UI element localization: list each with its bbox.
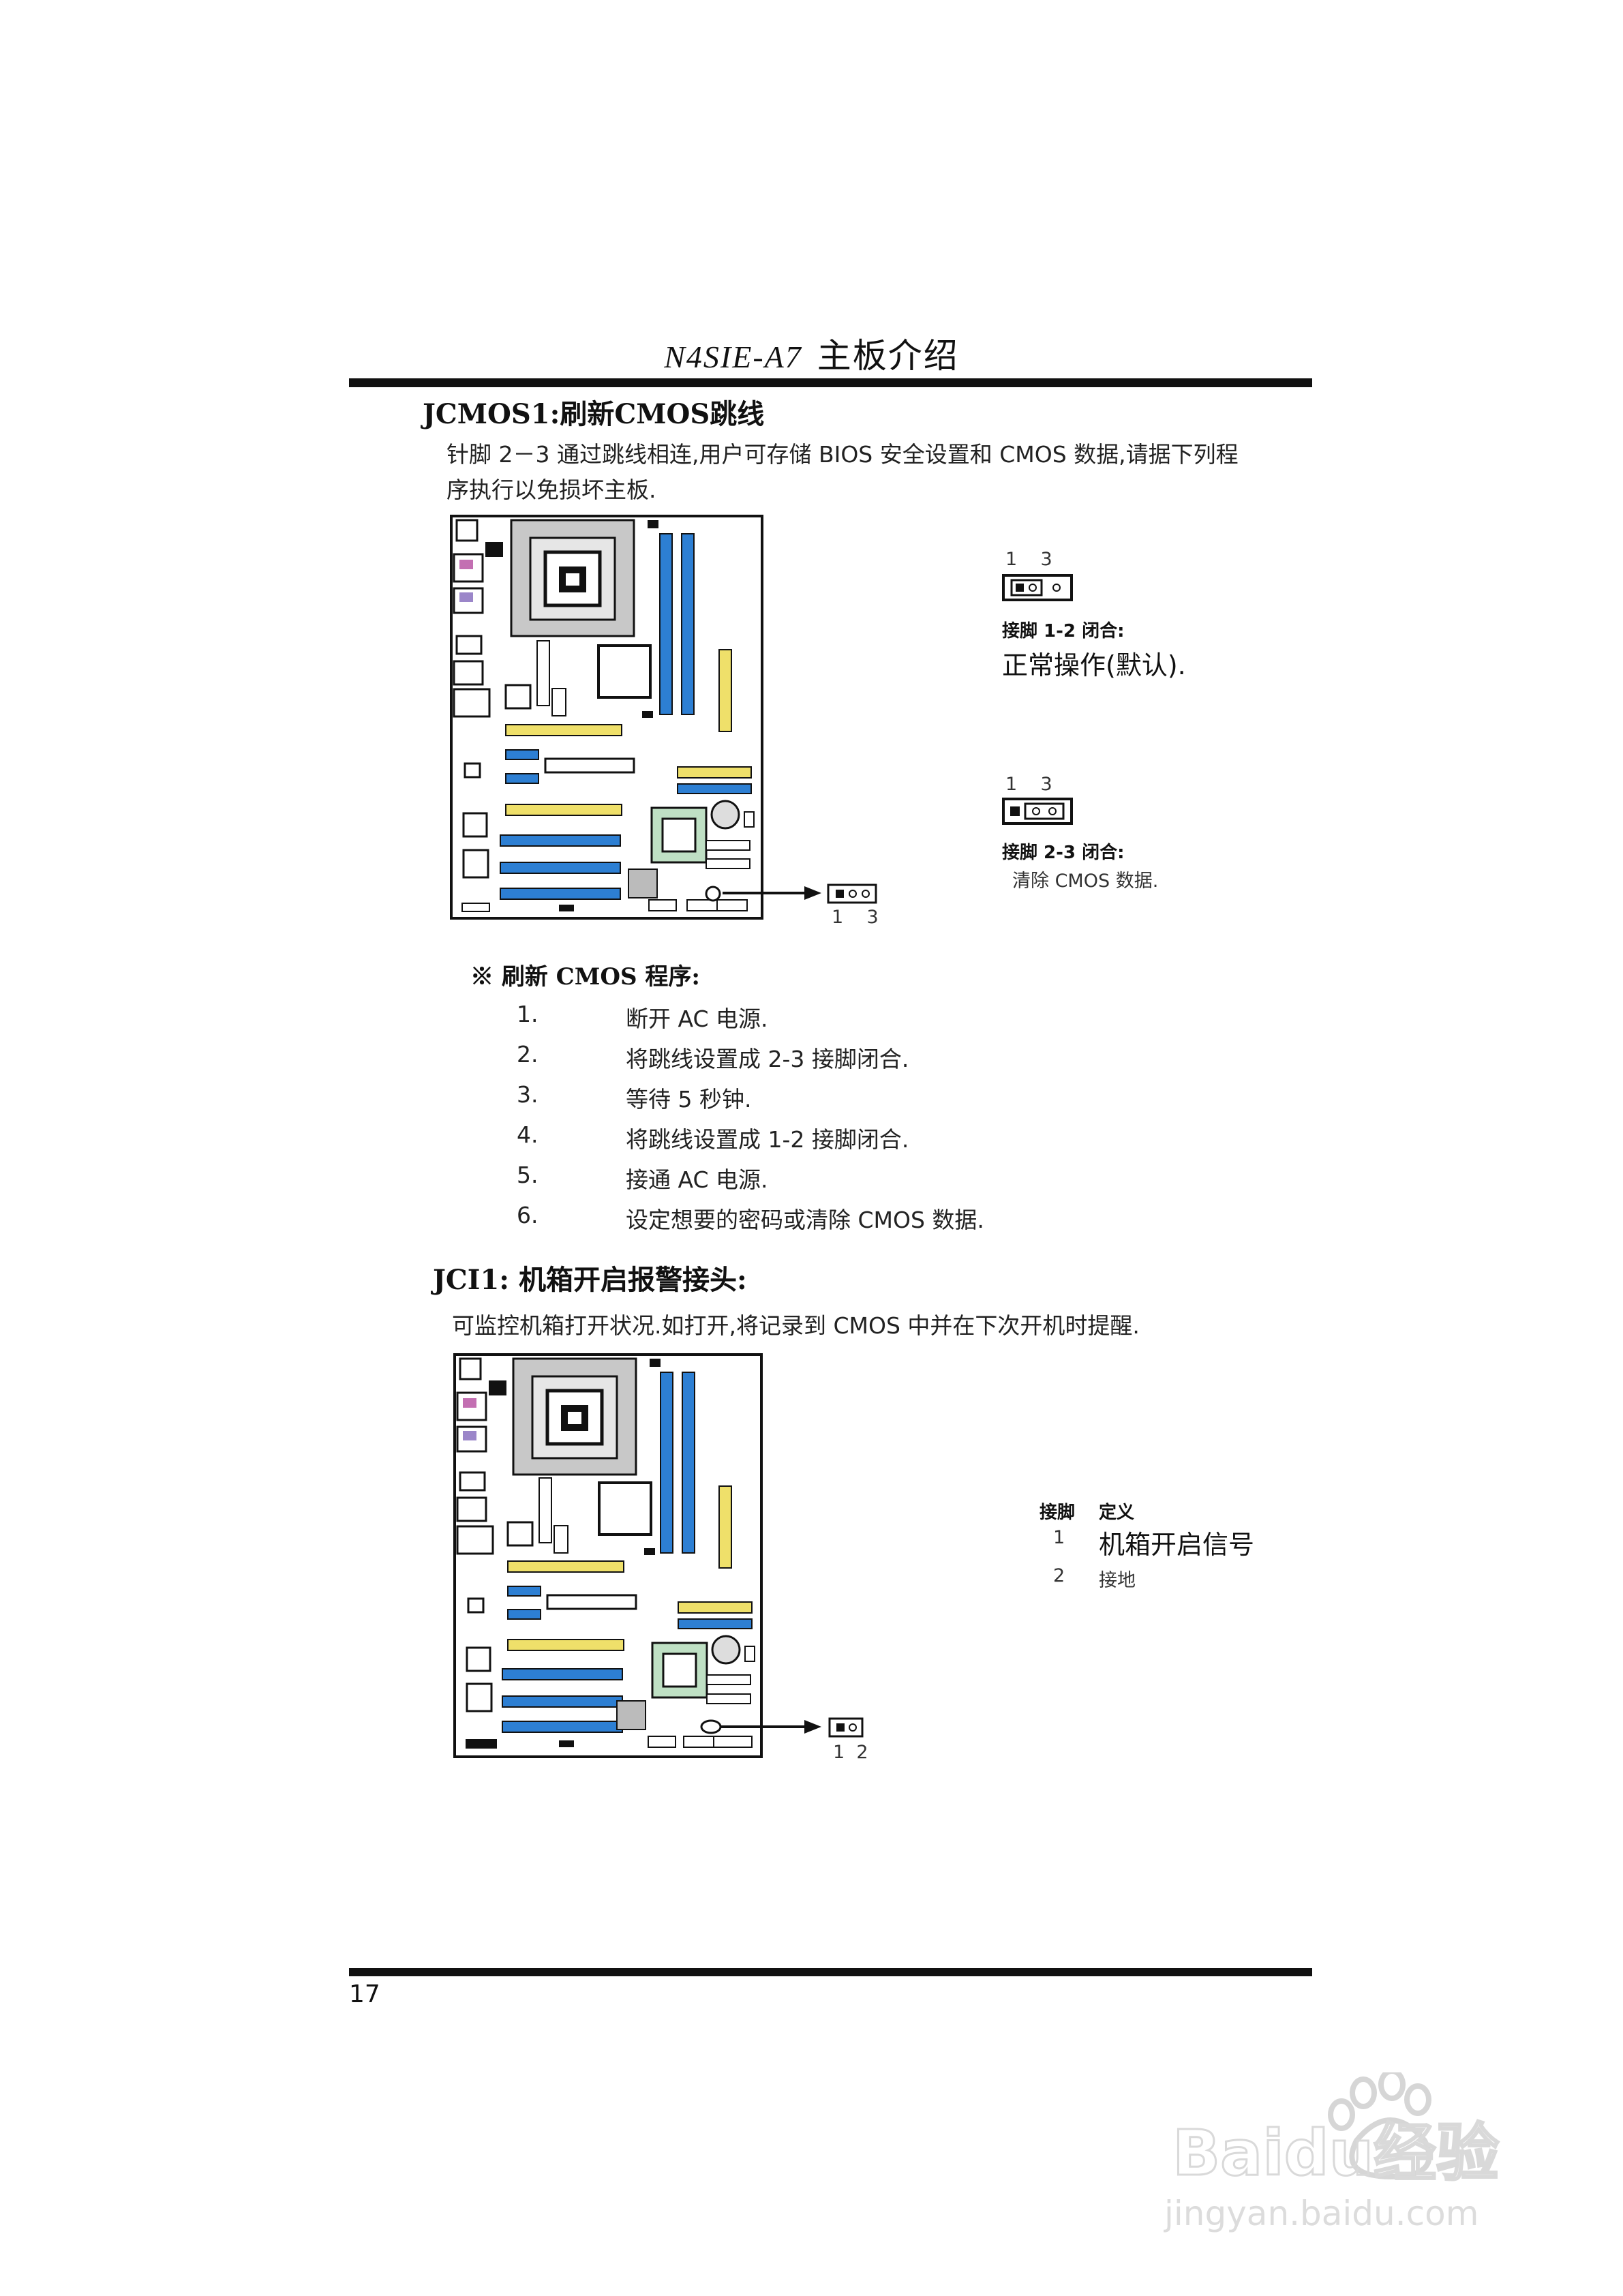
baidu-watermark-logo: Baidu经验 — [1172, 2072, 1500, 2191]
step-text: 接通 AC 电源. — [626, 1166, 768, 1193]
jci-row-pin: 2 — [1053, 1565, 1065, 1586]
jcmos-desc-line2: 序执行以免损坏主板. — [446, 477, 656, 503]
step-num: 5. — [517, 1162, 539, 1188]
jumper-1-2-closed-icon — [1002, 574, 1073, 601]
jumper1-label: 接脚 1-2 闭合: — [1002, 621, 1125, 641]
step-num: 2. — [517, 1041, 539, 1068]
jumper2-label: 接脚 2-3 闭合: — [1002, 843, 1125, 863]
step-text: 设定想要的密码或清除 CMOS 数据. — [626, 1207, 984, 1233]
step-text: 等待 5 秒钟. — [626, 1086, 752, 1113]
jci-col-pin: 接脚 — [1040, 1502, 1076, 1523]
page-number: 17 — [349, 1980, 380, 2008]
jci-board-pin-labels: 1 2 — [833, 1742, 868, 1763]
jumper1-pin-labels: 1 3 — [1005, 549, 1052, 570]
step-text: 将跳线设置成 1-2 接脚闭合. — [626, 1126, 909, 1153]
jci-desc: 可监控机箱打开状况.如打开,将记录到 CMOS 中并在下次开机时提醒. — [452, 1312, 1140, 1339]
cmos-procedure-title: ※ 刷新 CMOS 程序: — [470, 963, 700, 991]
page-header: N4SIE-A7 主板介绍 — [0, 329, 1623, 378]
step-text: 将跳线设置成 2-3 接脚闭合. — [626, 1046, 909, 1072]
jci-section-title: JCI1: 机箱开启报警接头: — [433, 1264, 747, 1296]
jumper1-desc: 正常操作(默认). — [1002, 650, 1186, 680]
jumper2-desc: 清除 CMOS 数据. — [1012, 871, 1159, 892]
motherboard-diagram-jcmos — [450, 515, 877, 920]
step-num: 3. — [517, 1081, 539, 1108]
jci-row-def: 机箱开启信号 — [1099, 1530, 1255, 1560]
model-name: N4SIE-A7 — [664, 339, 802, 374]
step-num: 1. — [517, 1001, 539, 1027]
header-rule — [349, 378, 1312, 387]
jumper2-pin-labels: 1 3 — [1005, 774, 1052, 795]
watermark-url: jingyan.baidu.com — [1164, 2194, 1479, 2233]
jumper-2-3-closed-icon — [1002, 798, 1073, 825]
step-num: 4. — [517, 1121, 539, 1148]
jci-col-def: 定义 — [1099, 1502, 1135, 1523]
watermark-brand: Baidu经验 — [1172, 2117, 1499, 2190]
step-text: 断开 AC 电源. — [626, 1006, 768, 1032]
jcmos-desc-line1: 针脚 2－3 通过跳线相连,用户可存储 BIOS 安全设置和 CMOS 数据,请… — [446, 441, 1239, 468]
footer-rule — [349, 1968, 1312, 1976]
jci-row-pin: 1 — [1053, 1527, 1065, 1548]
jci-row-def: 接地 — [1099, 1570, 1136, 1591]
header-title: 主板介绍 — [817, 336, 959, 376]
jcmos-board-pin-labels: 1 3 — [832, 907, 879, 928]
step-num: 6. — [517, 1202, 539, 1228]
jcmos-section-title: JCMOS1:刷新CMOS跳线 — [423, 398, 765, 430]
motherboard-diagram-jci — [453, 1353, 864, 1758]
